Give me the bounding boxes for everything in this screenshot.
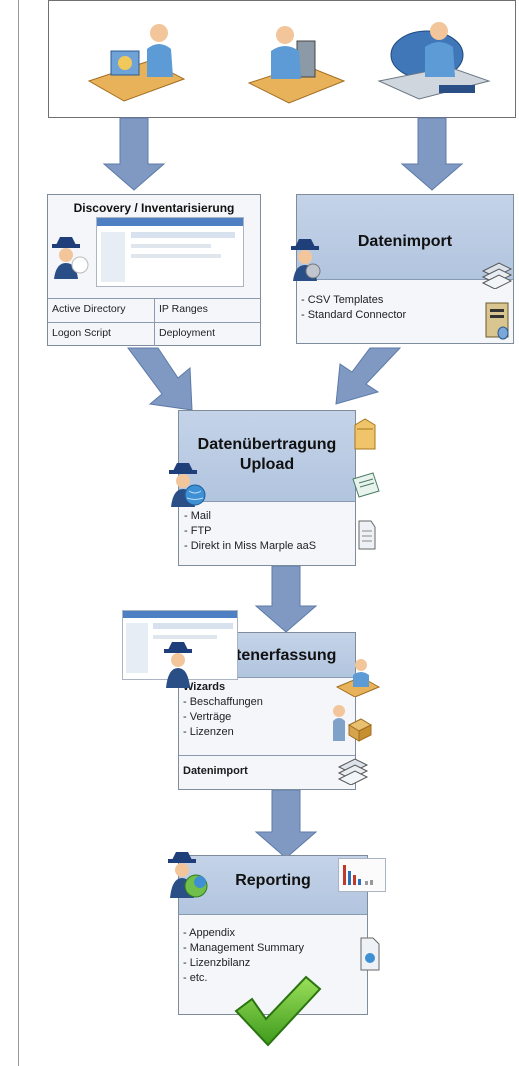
capture-footer: Datenimport: [183, 765, 248, 777]
stack-icon: [337, 758, 369, 785]
list-item: - Mail: [184, 510, 211, 522]
arrow-down: [400, 117, 464, 191]
detective-icon: [164, 642, 192, 688]
list-item: - Management Summary: [183, 942, 305, 954]
arrow-down: [254, 565, 318, 633]
users-illustration: [87, 22, 491, 104]
folder-icon: [354, 418, 376, 450]
arrow-diagonal: [127, 347, 193, 411]
user-at-desk-icon: [247, 26, 346, 104]
users-panel: [48, 0, 516, 118]
upload-title-line1: Datenübertragung: [197, 436, 337, 453]
arrow-diagonal: [335, 347, 402, 405]
user-at-desk-icon: [335, 659, 381, 697]
capture-title: Datenerfassung: [215, 647, 337, 664]
list-item: - Lizenzbilanz: [183, 957, 251, 969]
import-header: Datenimport: [297, 195, 513, 280]
upload-box: Datenübertragung Upload - Mail - FTP - D…: [169, 410, 380, 566]
arrow-down: [254, 789, 318, 859]
document-icon: [360, 937, 380, 971]
discovery-cell-ip-ranges: IP Ranges: [155, 298, 261, 322]
user-with-box-icon: [333, 705, 373, 742]
server-icon: [485, 302, 509, 340]
detective-icon: [291, 239, 321, 281]
import-box: Datenimport - CSV Templates - Standard C…: [291, 194, 514, 344]
capture-box: Datenerfassung Wizards - Beschaffungen -…: [178, 632, 381, 790]
globe-icon: [168, 852, 208, 898]
stack-icon: [481, 262, 513, 289]
reporting-title: Reporting: [235, 872, 311, 889]
chart-icon: [338, 858, 386, 892]
upload-header: Datenübertragung Upload: [179, 411, 355, 502]
reporting-box: Reporting - Appendix - Management Summar…: [178, 855, 380, 1015]
discovery-cell-deployment: Deployment: [155, 322, 261, 346]
discovery-cell-active-directory: Active Directory: [48, 298, 155, 322]
reporting-header: Reporting: [179, 856, 367, 915]
discovery-title: Discovery / Inventarisierung: [73, 201, 235, 215]
capture-list: - Beschaffungen - Verträge - Lizenzen: [183, 695, 263, 740]
discovery-cell-logon-script: Logon Script: [48, 322, 155, 346]
page-border-line: [18, 0, 19, 1066]
user-at-desk-icon: [87, 24, 186, 102]
list-item: - etc.: [183, 972, 208, 984]
import-list: - CSV Templates - Standard Connector: [301, 293, 406, 323]
list-item: - Standard Connector: [301, 309, 407, 321]
list-item: - Appendix: [183, 927, 235, 939]
capture-divider: [179, 755, 355, 756]
upload-list: - Mail - FTP - Direkt in Miss Marple aaS: [184, 509, 316, 554]
upload-title-line2: Upload: [239, 456, 295, 473]
list-item: - CSV Templates: [301, 294, 384, 306]
user-at-desk-icon: [377, 22, 491, 100]
check-icon: [234, 975, 322, 1047]
list-item: - Verträge: [183, 711, 232, 723]
list-item: - FTP: [184, 525, 212, 537]
list-item: - Beschaffungen: [183, 696, 263, 708]
discovery-screenshot: [96, 217, 244, 287]
list-item: - Lizenzen: [183, 726, 234, 738]
document-icon: [358, 520, 376, 550]
discovery-box: Discovery / Inventarisierung Active Dire…: [47, 194, 261, 346]
detective-icon: [52, 237, 89, 279]
list-item: - Direkt in Miss Marple aaS: [184, 540, 317, 552]
arrow-down: [102, 117, 166, 191]
reporting-list: - Appendix - Management Summary - Lizenz…: [183, 926, 304, 986]
globe-icon: [169, 463, 206, 507]
document-icon: [352, 472, 380, 498]
import-title: Datenimport: [357, 233, 453, 250]
capture-wizards-label: Wizards: [183, 681, 226, 693]
